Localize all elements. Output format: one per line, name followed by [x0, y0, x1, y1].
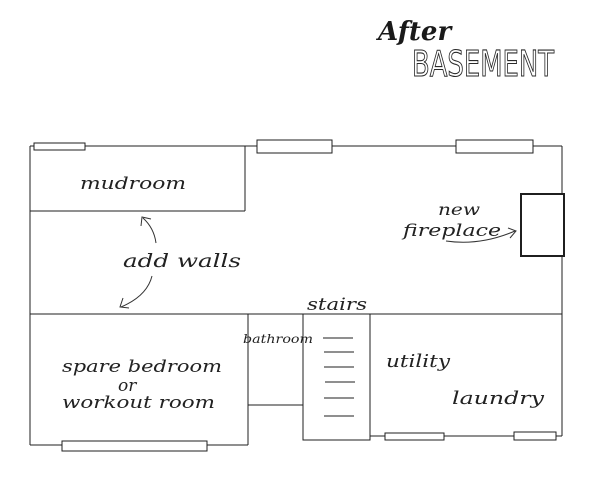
room-label-stairs: stairs — [307, 295, 367, 315]
staircase — [302, 313, 371, 441]
room-label-or: or — [118, 376, 137, 396]
window-bottom-center-right — [384, 432, 445, 441]
window-top-center — [256, 139, 333, 154]
room-label-workout-room: workout room — [62, 393, 215, 413]
arrow-to-fireplace — [445, 227, 517, 243]
room-label-laundry: laundry — [452, 388, 545, 409]
title-basement: BASEMENT — [412, 44, 555, 85]
interior-walls — [30, 146, 562, 445]
title-after: After — [375, 17, 453, 47]
arrow-down-to-bedroom — [119, 275, 153, 309]
stairs-outline — [302, 313, 371, 441]
room-label-mudroom: mudroom — [80, 174, 186, 194]
annotation-new: new — [438, 200, 480, 219]
room-label-utility: utility — [386, 351, 451, 372]
window-bottom-left — [61, 440, 208, 452]
annotation-fireplace: fireplace — [400, 221, 501, 241]
window-top-left — [33, 142, 86, 151]
arrow-up-to-mudroom — [140, 216, 157, 244]
window-top-right — [455, 139, 534, 154]
windows — [33, 139, 557, 452]
annotation-add-walls: add walls — [123, 250, 241, 272]
fireplace — [520, 193, 565, 257]
room-label-spare-bedroom: spare bedroom — [62, 357, 222, 377]
window-bottom-right — [513, 431, 557, 441]
room-label-bathroom: bathroom — [243, 332, 313, 346]
